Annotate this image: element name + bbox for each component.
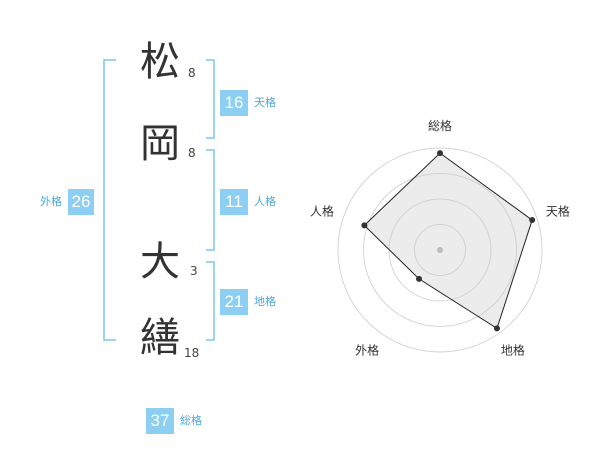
- name-char-3: 大: [140, 239, 180, 285]
- radar-axis-label-3: 地格: [501, 342, 525, 357]
- stroke-count-1: 8: [188, 66, 196, 80]
- name-char-4: 繕: [140, 315, 180, 361]
- tenkaku-bracket: [206, 59, 215, 139]
- radar-point-4: [416, 275, 423, 282]
- radar-series-polygon: [363, 152, 533, 330]
- gaikaku-bracket: [103, 59, 116, 341]
- radar-axis-label-5: 人格: [310, 204, 334, 219]
- radar-axis-label-4: 外格: [355, 342, 379, 357]
- tenkaku-result: 16 天格: [220, 90, 276, 116]
- jinkaku-result: 11 人格: [220, 189, 276, 215]
- chikaku-label: 地格: [254, 295, 276, 308]
- radar-grid-ring: [337, 147, 543, 353]
- radar-center-dot: [437, 247, 443, 253]
- soukaku-label: 総格: [180, 414, 202, 427]
- radar-axis-label-1: 総格: [428, 118, 452, 133]
- stroke-count-4: 18: [184, 346, 200, 360]
- radar-point-1: [437, 150, 443, 157]
- gaikaku-value: 26: [68, 189, 94, 215]
- tenkaku-value: 16: [220, 90, 248, 116]
- chikaku-bracket: [206, 261, 215, 341]
- tenkaku-label: 天格: [254, 96, 276, 109]
- radar-point-2: [529, 217, 536, 224]
- radar-point-5: [361, 222, 368, 229]
- gaikaku-label: 外格: [40, 195, 62, 208]
- jinkaku-label: 人格: [254, 195, 276, 208]
- radar-axis-label-2: 天格: [546, 204, 570, 219]
- name-char-2: 岡: [140, 121, 180, 167]
- jinkaku-value: 11: [220, 189, 248, 215]
- radar-grid-ring: [363, 173, 517, 327]
- name-char-1: 松: [140, 39, 180, 85]
- radar-point-3: [493, 325, 500, 332]
- stroke-count-2: 8: [188, 146, 196, 160]
- gaikaku-result: 外格 26: [40, 189, 94, 215]
- soukaku-value: 37: [146, 408, 174, 434]
- chikaku-value: 21: [220, 289, 248, 315]
- stroke-count-3: 3: [190, 264, 198, 278]
- radar-grid-ring: [414, 224, 466, 276]
- jinkaku-bracket: [206, 149, 215, 251]
- soukaku-result: 37 総格: [146, 408, 202, 434]
- chikaku-result: 21 地格: [220, 289, 276, 315]
